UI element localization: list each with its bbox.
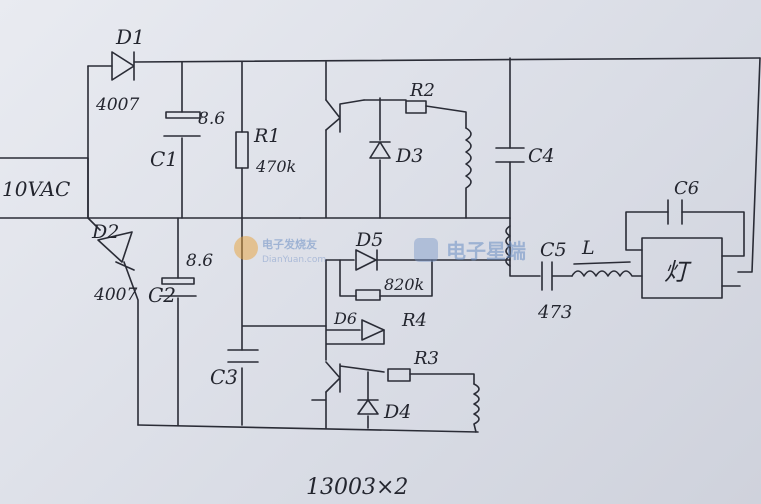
c4-label: C4: [528, 145, 555, 167]
d2-part: 4007: [93, 285, 137, 305]
inductor-l: [571, 270, 643, 277]
d5-label: D5: [355, 229, 383, 251]
rail-bottom: [137, 424, 479, 433]
c2-value: 8.6: [186, 251, 213, 271]
input-label: 10VAC: [2, 177, 70, 201]
d1-label: D1: [115, 25, 145, 49]
diode-d5: [355, 249, 378, 271]
diode-d3: [369, 141, 391, 159]
wire-center-node: [509, 217, 541, 277]
transistor-upper: [325, 99, 365, 133]
inductor-lower: [473, 383, 480, 433]
c2-label: C2: [148, 283, 176, 307]
cap-c5: [541, 261, 573, 291]
wire-r5: [339, 259, 433, 297]
cap-c1: [163, 111, 201, 137]
wire-t2: [311, 391, 327, 429]
transistor-lower: [325, 361, 385, 393]
cap-c3: [227, 349, 259, 363]
c3-label: C3: [210, 365, 238, 389]
watermark-badge-icon: [414, 238, 438, 262]
d2-label: D2: [91, 221, 119, 243]
inductor-upper: [465, 127, 472, 219]
watermark-en: DianYuan.com: [262, 255, 326, 265]
c1-label: C1: [150, 147, 178, 171]
wire-r3: [409, 373, 475, 385]
transistor-note: 13003×2: [306, 475, 408, 500]
wire-c6: [625, 211, 745, 257]
r2-label: R2: [409, 80, 435, 101]
d3-label: D3: [395, 145, 423, 167]
watermark: 电子发烧友 DianYuan.com 电子星端: [234, 236, 526, 265]
wire-left-vertical: [87, 65, 101, 231]
d4-label: D4: [383, 401, 411, 423]
watermark-logo-icon: [234, 236, 258, 260]
lamp-box: [641, 237, 723, 299]
r1-label: R1: [253, 125, 280, 147]
r5-value: 820k: [384, 275, 424, 294]
d6-label: D6: [333, 309, 357, 328]
c5-value: 473: [537, 302, 572, 323]
resistor-r2: [405, 100, 427, 114]
l-label: L: [581, 237, 595, 259]
r3-label: R3: [413, 348, 439, 369]
watermark-cn2: 电子星端: [446, 239, 526, 263]
d1-part: 4007: [95, 95, 139, 115]
wire-r2: [425, 105, 467, 129]
wire-d2: [123, 261, 139, 426]
resistor-r1: [235, 131, 249, 169]
wire-d6: [325, 259, 385, 361]
diode-d4: [357, 399, 379, 415]
resistor-r5: [355, 289, 381, 301]
inductor-l-core: [573, 261, 631, 265]
r4-label: R4: [401, 310, 427, 331]
c1-value: 8.6: [198, 109, 225, 129]
watermark-cn: 电子发烧友: [262, 237, 317, 251]
wire-right-loop: [737, 57, 761, 273]
resistor-r3: [387, 368, 411, 382]
wire-t1: [299, 61, 511, 219]
r1-value: 470k: [255, 157, 296, 176]
rail-top: [87, 57, 761, 67]
wire-d3: [363, 97, 407, 219]
c6-label: C6: [674, 178, 699, 199]
cap-c2: [159, 277, 197, 297]
cap-c4: [495, 147, 525, 163]
cap-c6: [667, 199, 683, 225]
lamp-label: 灯: [664, 258, 692, 286]
transformer-coil: [505, 225, 511, 267]
c5-label: C5: [540, 239, 567, 261]
diode-d6: [361, 319, 385, 341]
diode-d1: [111, 51, 135, 81]
